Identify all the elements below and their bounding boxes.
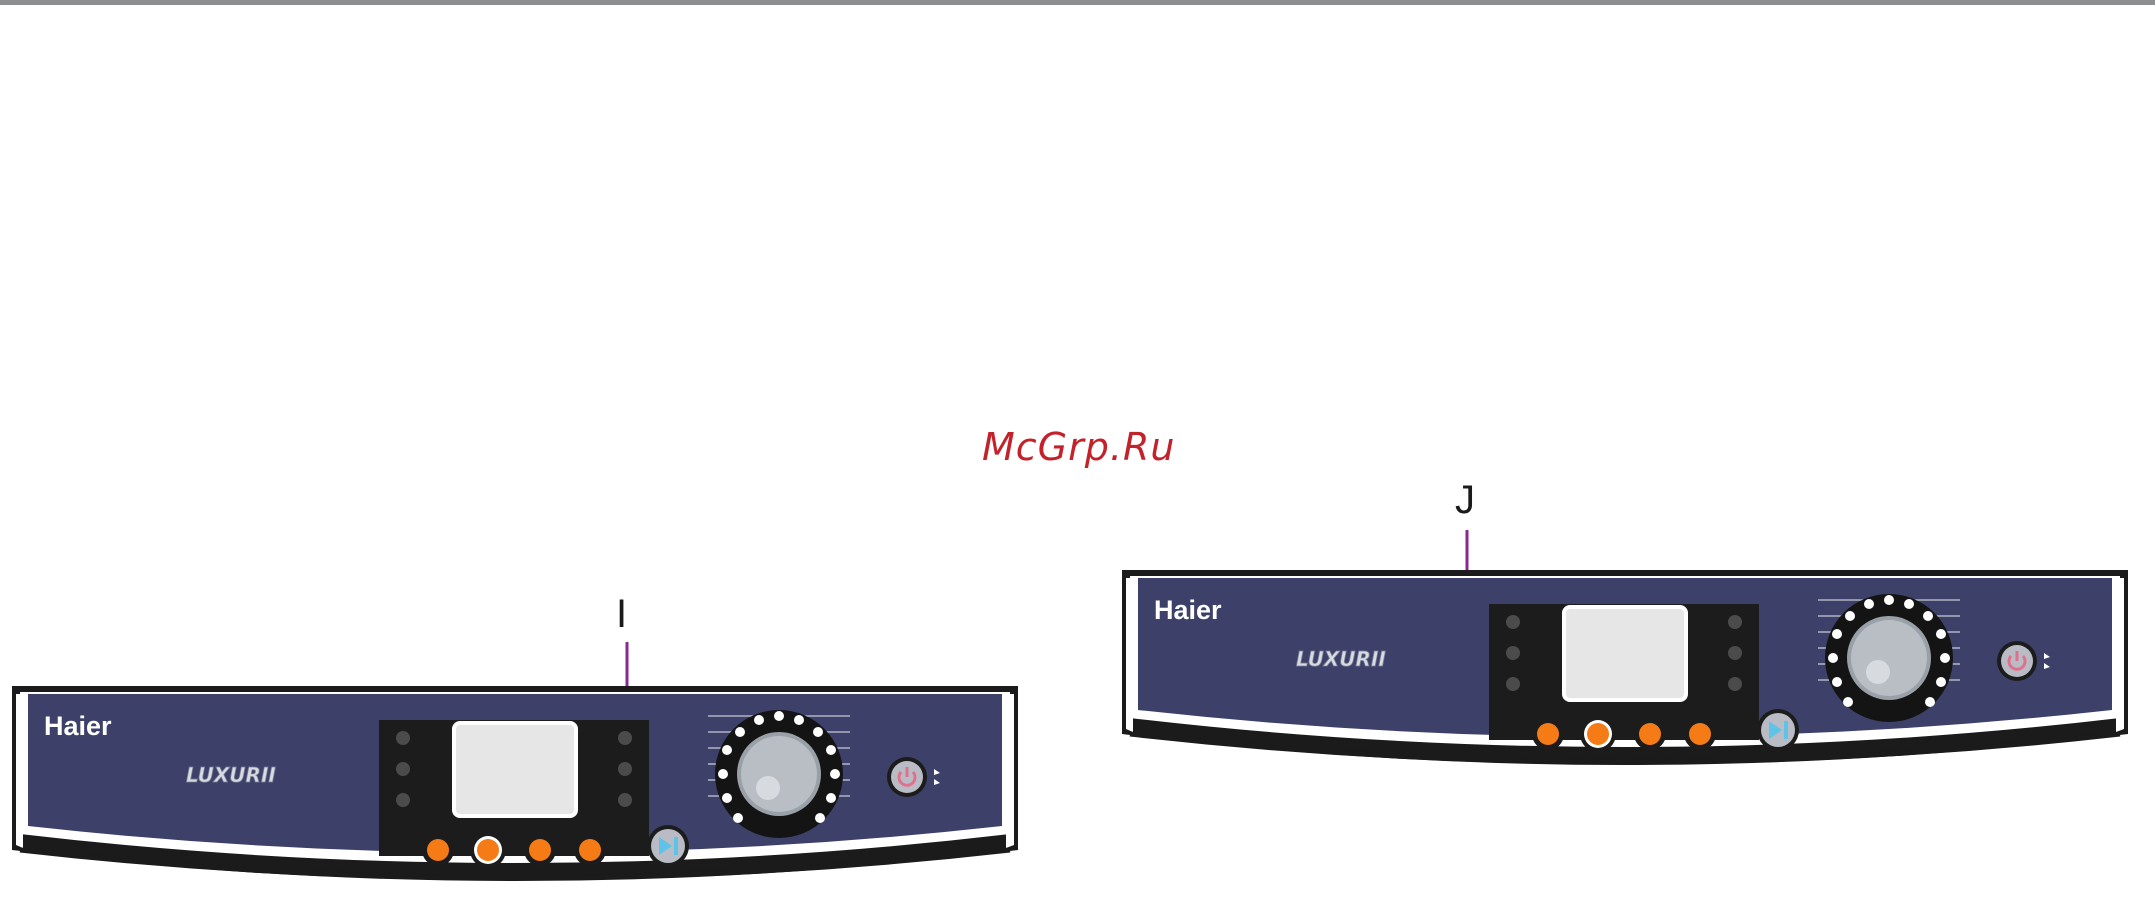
- left-column-led-2[interactable]: [396, 762, 410, 776]
- left-column-led-3[interactable]: [1506, 677, 1520, 691]
- start-pause-button[interactable]: [647, 825, 689, 867]
- brand-logo: Haier: [44, 711, 112, 741]
- control-panel-right: Haier LUXURII: [1118, 564, 2133, 789]
- model-logo: LUXURII: [186, 763, 276, 787]
- control-panel-left: Haier LUXURII: [8, 680, 1023, 905]
- orange-round-button-2[interactable]: [1587, 723, 1609, 745]
- display-module: [1489, 604, 1759, 740]
- model-logo: LUXURII: [1296, 647, 1386, 671]
- start-pause-button[interactable]: [1757, 709, 1799, 751]
- orange-round-button-1[interactable]: [1537, 723, 1559, 745]
- orange-round-button-3[interactable]: [1639, 723, 1661, 745]
- right-column-led-1[interactable]: [618, 731, 632, 745]
- left-column-led-1[interactable]: [1506, 615, 1520, 629]
- left-column-led-3[interactable]: [396, 793, 410, 807]
- display-screen: [1564, 607, 1686, 700]
- orange-round-button-4[interactable]: [1689, 723, 1711, 745]
- orange-round-button-1[interactable]: [427, 839, 449, 861]
- brand-logo: Haier: [1154, 595, 1222, 625]
- orange-round-button-2[interactable]: [477, 839, 499, 861]
- display-module: [379, 720, 649, 856]
- right-column-led-1[interactable]: [1728, 615, 1742, 629]
- right-column-led-2[interactable]: [1728, 646, 1742, 660]
- right-column-led-3[interactable]: [1728, 677, 1742, 691]
- orange-round-button-4[interactable]: [579, 839, 601, 861]
- left-column-led-1[interactable]: [396, 731, 410, 745]
- orange-round-button-3[interactable]: [529, 839, 551, 861]
- display-screen: [454, 723, 576, 816]
- left-column-led-2[interactable]: [1506, 646, 1520, 660]
- right-column-led-2[interactable]: [618, 762, 632, 776]
- right-column-led-3[interactable]: [618, 793, 632, 807]
